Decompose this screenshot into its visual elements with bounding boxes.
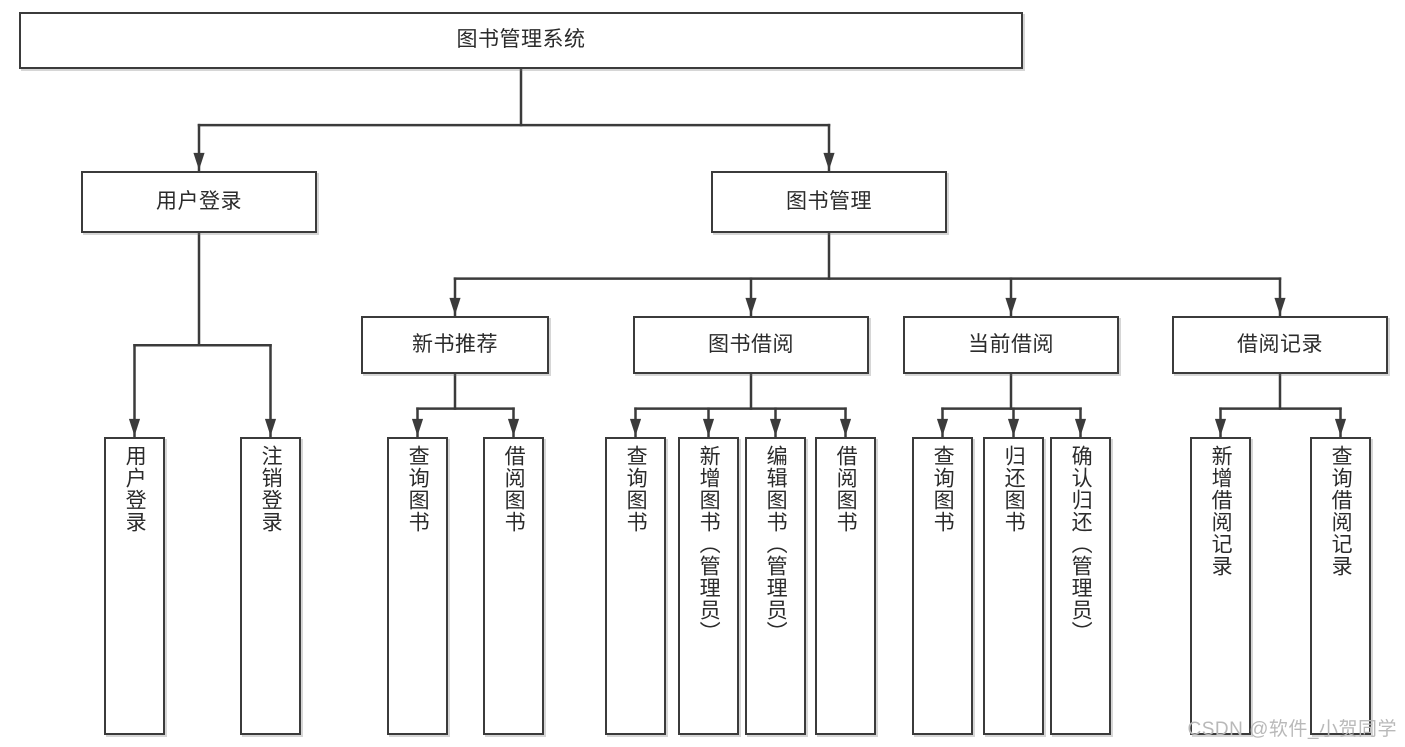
node-leaf-current-query-book-label: 查询图书 [931, 445, 955, 533]
node-leaf-recommend-query-book[interactable]: 查询图书 [387, 437, 448, 735]
node-leaf-recommend-borrow-book-label: 借阅图书 [502, 445, 526, 533]
node-leaf-current-return-book-label: 归还图书 [1002, 445, 1026, 533]
node-leaf-borrow-query-book[interactable]: 查询图书 [605, 437, 666, 735]
node-leaf-record-query-label: 查询借阅记录 [1329, 445, 1353, 577]
node-leaf-recommend-borrow-book[interactable]: 借阅图书 [483, 437, 544, 735]
node-leaf-borrow-add-book-label: 新增图书（管理员） [697, 445, 721, 643]
node-current-borrow-label: 当前借阅 [968, 332, 1054, 356]
node-root[interactable]: 图书管理系统 [19, 12, 1023, 69]
node-leaf-record-add-label: 新增借阅记录 [1209, 445, 1233, 577]
node-leaf-borrow-add-book[interactable]: 新增图书（管理员） [678, 437, 739, 735]
node-borrow-record-label: 借阅记录 [1237, 332, 1323, 356]
node-leaf-record-query[interactable]: 查询借阅记录 [1310, 437, 1371, 735]
node-current-borrow[interactable]: 当前借阅 [903, 316, 1119, 374]
node-user-login-label: 用户登录 [156, 189, 242, 213]
node-leaf-user-login-label: 用户登录 [123, 445, 147, 533]
node-leaf-borrow-edit-book[interactable]: 编辑图书（管理员） [745, 437, 806, 735]
node-leaf-recommend-query-book-label: 查询图书 [406, 445, 430, 533]
node-root-label: 图书管理系统 [456, 28, 586, 52]
node-new-book-recommend-label: 新书推荐 [412, 332, 498, 356]
node-leaf-borrow-query-book-label: 查询图书 [624, 445, 648, 533]
node-leaf-user-logout-label: 注销登录 [259, 445, 283, 533]
node-book-borrow-label: 图书借阅 [708, 332, 794, 356]
node-leaf-current-return-book[interactable]: 归还图书 [983, 437, 1044, 735]
node-leaf-borrow-borrow-book[interactable]: 借阅图书 [815, 437, 876, 735]
node-leaf-borrow-borrow-book-label: 借阅图书 [834, 445, 858, 533]
node-leaf-borrow-edit-book-label: 编辑图书（管理员） [764, 445, 788, 643]
node-new-book-recommend[interactable]: 新书推荐 [361, 316, 549, 374]
node-leaf-user-login[interactable]: 用户登录 [104, 437, 165, 735]
node-leaf-user-logout[interactable]: 注销登录 [240, 437, 301, 735]
node-leaf-current-confirm-return-label: 确认归还（管理员） [1069, 445, 1093, 643]
node-user-login[interactable]: 用户登录 [81, 171, 317, 233]
csdn-watermark: CSDN @软件_小贺同学 [1187, 719, 1397, 740]
node-book-manage-label: 图书管理 [786, 189, 872, 213]
node-borrow-record[interactable]: 借阅记录 [1172, 316, 1388, 374]
node-book-borrow[interactable]: 图书借阅 [633, 316, 869, 374]
node-book-manage[interactable]: 图书管理 [711, 171, 947, 233]
node-leaf-record-add[interactable]: 新增借阅记录 [1190, 437, 1251, 735]
node-leaf-current-query-book[interactable]: 查询图书 [912, 437, 973, 735]
node-leaf-current-confirm-return[interactable]: 确认归还（管理员） [1050, 437, 1111, 735]
